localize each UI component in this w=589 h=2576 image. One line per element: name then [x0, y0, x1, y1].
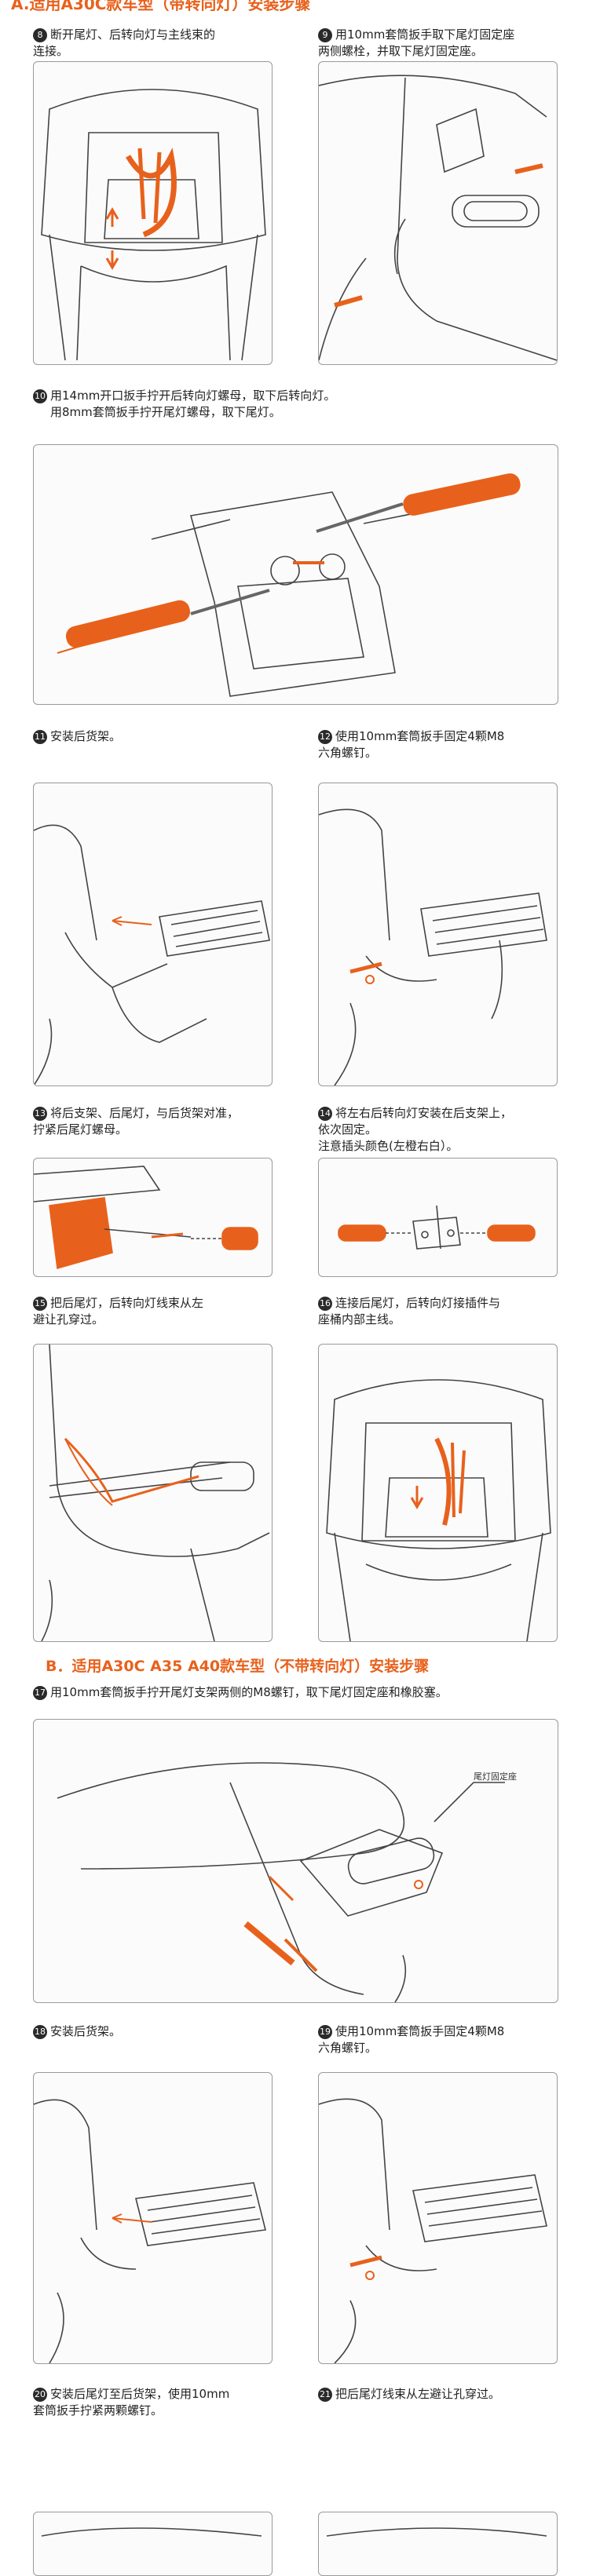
step-14-illustration: [318, 1158, 558, 1277]
step-number: 19: [318, 2025, 332, 2039]
step-20-illustration: [33, 2512, 273, 2576]
step-17-text: 用10mm套筒扳手拧开尾灯支架两侧的M8螺钉，取下尾灯固定座和橡胶塞。: [50, 1685, 448, 1699]
step-12-illustration: [318, 783, 558, 1086]
step-number: 10: [33, 389, 47, 403]
step-number: 12: [318, 730, 332, 744]
step-19-text: 使用10mm套筒扳手固定4颗M8 六角螺钉。: [318, 2024, 505, 2055]
tail-light-mount-callout: 尾灯固定座: [474, 1771, 517, 1782]
step-number: 9: [318, 28, 332, 42]
step-13-text: 将后支架、后尾灯，与后货架对准， 拧紧后尾灯螺母。: [33, 1106, 240, 1137]
step-11-illustration: [33, 783, 273, 1086]
step-13-illustration: [33, 1158, 273, 1277]
step-10-line1: 用14mm开口扳手拧开后转向灯螺母，取下后转向灯。: [50, 389, 336, 403]
step-number: 14: [318, 1107, 332, 1121]
step-17-illustration: 尾灯固定座: [33, 1719, 558, 2003]
section-a-title: A.适用A30C款车型（带转向灯）安装步骤: [11, 0, 311, 11]
section-a-header: A.适用A30C款车型（带转向灯）安装步骤: [0, 0, 589, 11]
step-number: 11: [33, 730, 47, 744]
step-12-text: 使用10mm套筒扳手固定4颗M8 六角螺钉。: [318, 729, 505, 760]
step-10-illustration: [33, 444, 558, 705]
step-15-illustration: [33, 1344, 273, 1642]
step-21-text: 把后尾灯线束从左避让孔穿过。: [335, 2387, 501, 2401]
step-16-text: 连接后尾灯，后转向灯接插件与 座桶内部主线。: [318, 1296, 501, 1326]
step-10-line2: 用8mm套筒扳手拧开尾灯螺母，取下尾灯。: [50, 405, 281, 419]
step-14-text: 将左右后转向灯安装在后支架上， 依次固定。 注意插头颜色(左橙右白）。: [318, 1106, 513, 1153]
step-9-text: 用10mm套筒扳手取下尾灯固定座 两侧螺栓，并取下尾灯固定座。: [318, 27, 515, 58]
step-number: 8: [33, 28, 47, 42]
step-11-text: 安装后货架。: [50, 729, 122, 743]
step-15-text: 把后尾灯，后转向灯线束从左 避让孔穿过。: [33, 1296, 204, 1326]
step-number: 15: [33, 1297, 47, 1311]
step-number: 16: [318, 1297, 332, 1311]
step-20-text: 安装后尾灯至后货架，使用10mm 套筒扳手拧紧两颗螺钉。: [33, 2387, 230, 2417]
step-number: 20: [33, 2388, 47, 2402]
step-9-illustration: [318, 61, 558, 365]
step-number: 17: [33, 1686, 47, 1700]
step-18-illustration: [33, 2072, 273, 2364]
step-number: 18: [33, 2025, 47, 2039]
step-number: 21: [318, 2388, 332, 2402]
step-19-illustration: [318, 2072, 558, 2364]
step-18-text: 安装后货架。: [50, 2024, 122, 2038]
step-8-illustration: [33, 61, 273, 365]
step-8-text: 断开尾灯、后转向灯与主线束的 连接。: [33, 27, 216, 58]
section-b-title: B．适用A30C A35 A40款车型（不带转向灯）安装步骤: [46, 1658, 430, 1675]
step-21-illustration: [318, 2512, 558, 2576]
step-number: 13: [33, 1107, 47, 1121]
step-16-illustration: [318, 1344, 558, 1642]
